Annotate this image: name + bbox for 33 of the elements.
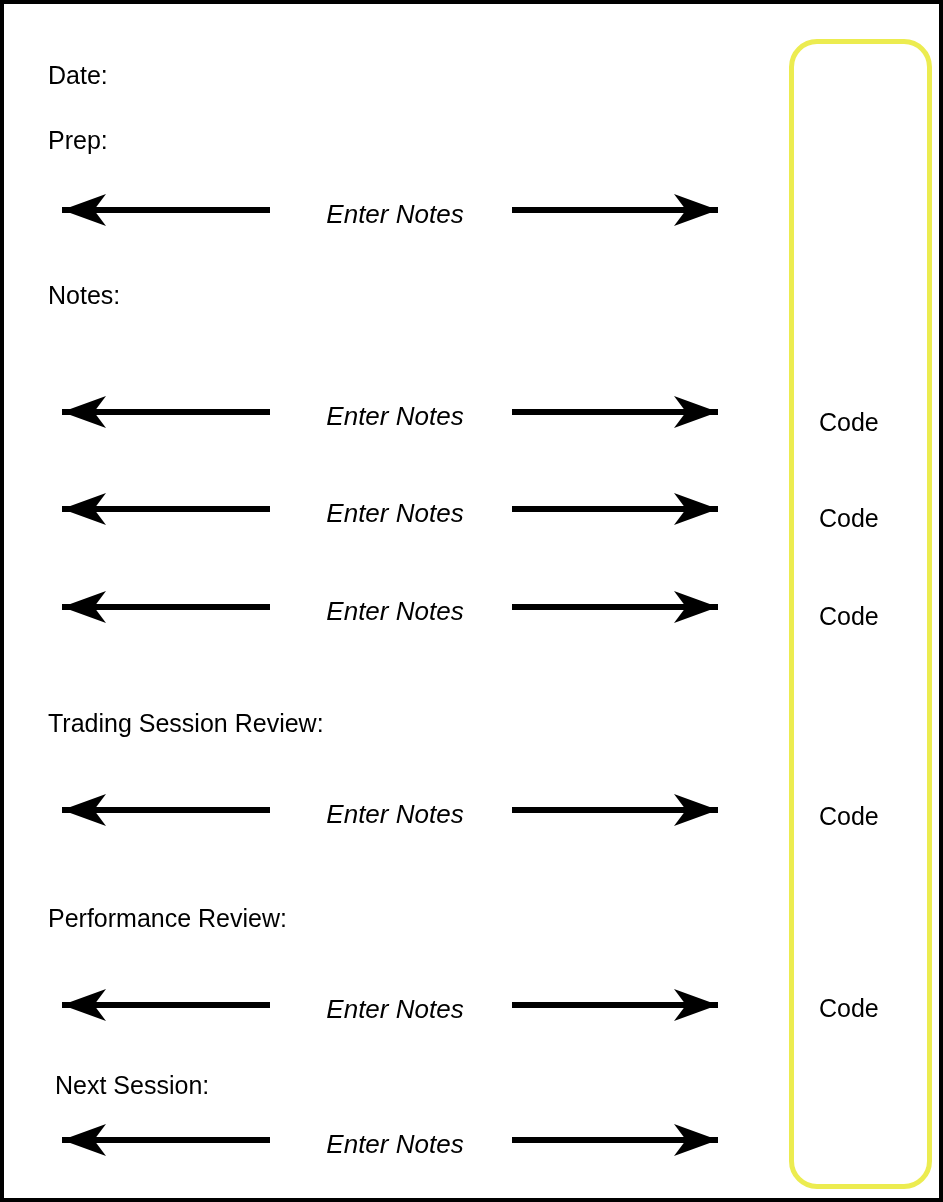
code-column bbox=[789, 39, 932, 1189]
section-heading: Date: bbox=[48, 60, 108, 90]
section-heading: Next Session: bbox=[55, 1070, 210, 1100]
enter-notes-text: Enter Notes bbox=[274, 593, 516, 629]
arrow bbox=[512, 1124, 718, 1156]
enter-notes-text: Enter Notes bbox=[274, 495, 516, 531]
enter-notes-text: Enter Notes bbox=[274, 196, 516, 232]
arrow bbox=[512, 396, 718, 428]
code-label: Code bbox=[819, 801, 879, 831]
section-heading: Performance Review: bbox=[48, 903, 287, 933]
arrow bbox=[62, 591, 270, 623]
code-label: Code bbox=[819, 993, 879, 1023]
arrow bbox=[512, 591, 718, 623]
enter-notes-text: Enter Notes bbox=[274, 796, 516, 832]
arrow bbox=[512, 493, 718, 525]
section-heading: Prep: bbox=[48, 125, 108, 155]
arrow bbox=[62, 396, 270, 428]
arrow bbox=[512, 794, 718, 826]
code-label: Code bbox=[819, 407, 879, 437]
arrow bbox=[62, 794, 270, 826]
section-heading: Notes: bbox=[48, 280, 121, 310]
code-label: Code bbox=[819, 503, 879, 533]
arrow bbox=[512, 989, 718, 1021]
arrow bbox=[62, 493, 270, 525]
enter-notes-text: Enter Notes bbox=[274, 1126, 516, 1162]
enter-notes-text: Enter Notes bbox=[274, 991, 516, 1027]
arrow bbox=[512, 194, 718, 226]
arrow bbox=[62, 989, 270, 1021]
enter-notes-text: Enter Notes bbox=[274, 398, 516, 434]
section-heading: Trading Session Review: bbox=[48, 708, 324, 738]
code-label: Code bbox=[819, 601, 879, 631]
arrow bbox=[62, 1124, 270, 1156]
arrow bbox=[62, 194, 270, 226]
